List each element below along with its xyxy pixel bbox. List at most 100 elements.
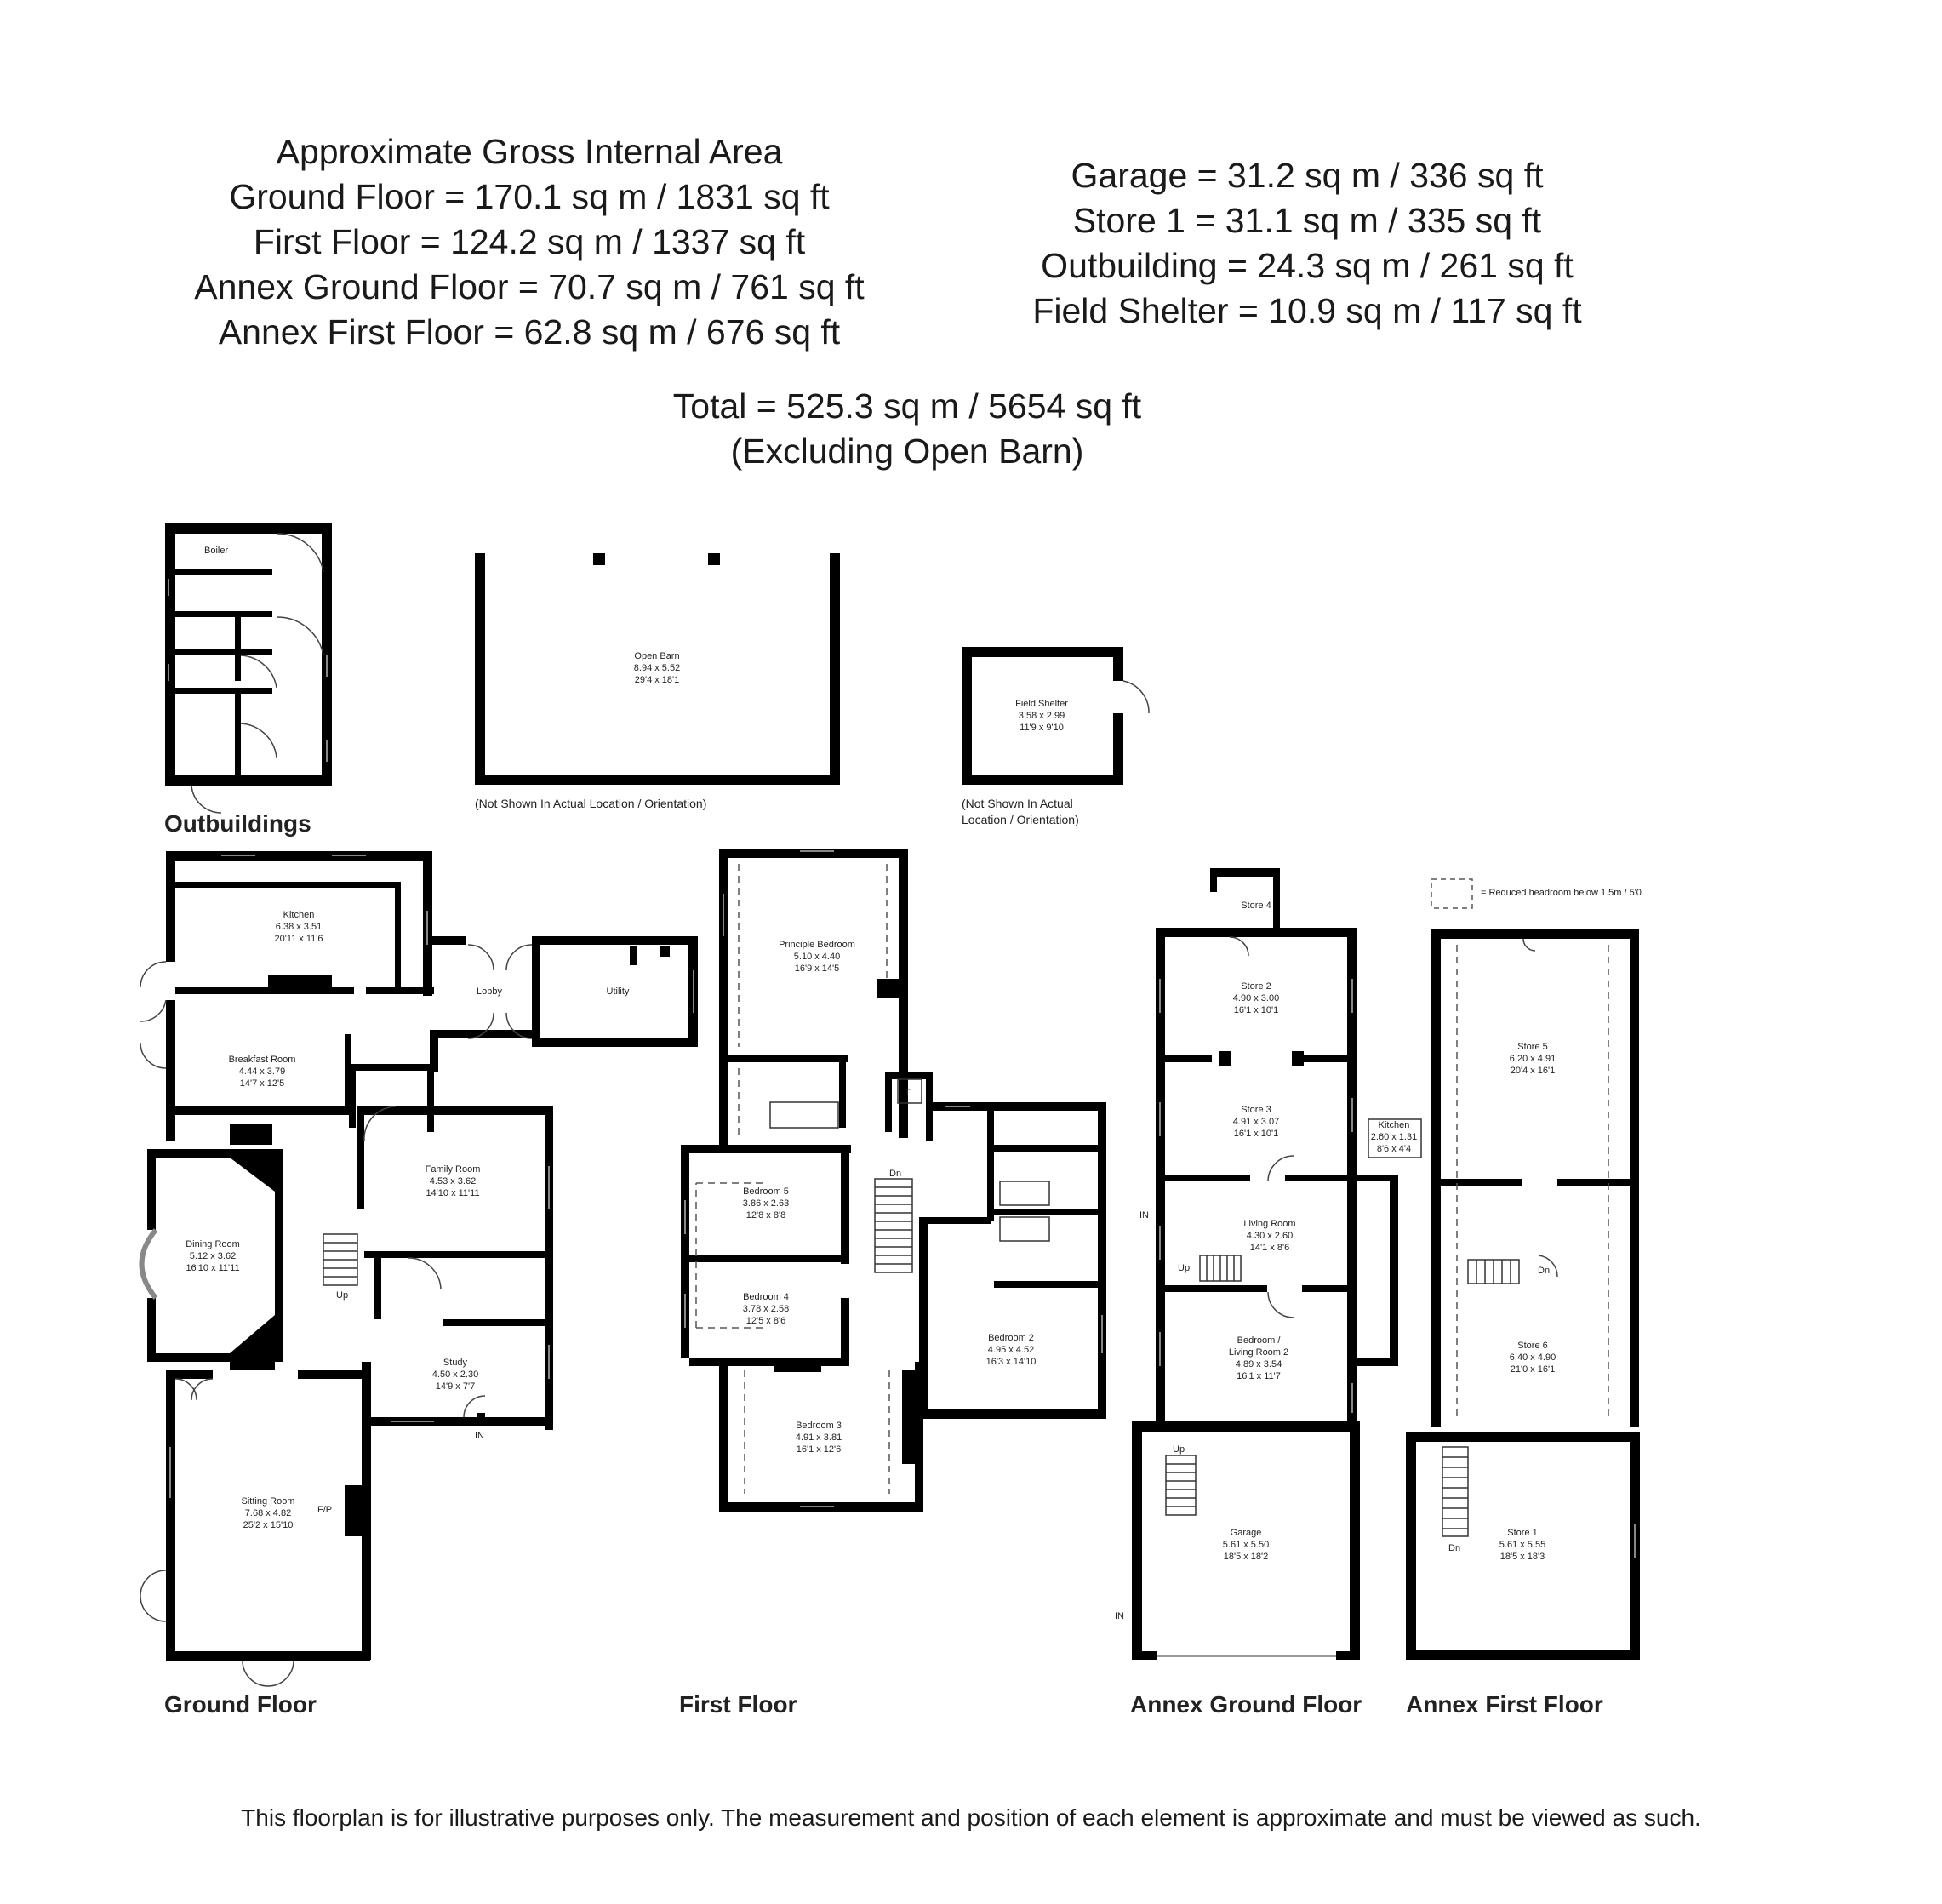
room-garage-name: Garage (1231, 1528, 1262, 1538)
disclaimer: This floorplan is for illustrative purpo… (241, 1804, 1701, 1831)
room-living-imperial: 14'1 x 8'6 (1250, 1243, 1289, 1253)
room-kitchen-imperial: 20'11 x 11'6 (274, 934, 323, 944)
note-barn-location: (Not Shown In Actual Location / Orientat… (475, 797, 706, 810)
label-garage-in: IN (1115, 1611, 1124, 1621)
label-first-dn: Dn (889, 1169, 901, 1179)
room-family-metric: 4.53 x 3.62 (430, 1176, 476, 1186)
room-study-name: Study (443, 1358, 468, 1368)
room-lobby: Lobby (477, 986, 502, 997)
room-annex-kitchen-name: Kitchen (1379, 1120, 1410, 1130)
label-store1-dn: Dn (1448, 1543, 1460, 1553)
room-bedroom4-imperial: 12'5 x 8'6 (746, 1316, 785, 1326)
area-outbuilding: Outbuilding = 24.3 sq m / 261 sq ft (1041, 246, 1574, 285)
label-tank: T (905, 1088, 911, 1098)
room-dining-metric: 5.12 x 3.62 (190, 1251, 236, 1261)
room-breakfast-metric: 4.44 x 3.79 (239, 1066, 285, 1077)
room-store2-name: Store 2 (1241, 981, 1271, 992)
room-sitting-imperial: 25'2 x 15'10 (243, 1520, 294, 1530)
area-garage: Garage = 31.2 sq m / 336 sq ft (1071, 156, 1544, 195)
room-study-imperial: 14'9 x 7'7 (436, 1381, 475, 1392)
room-store3-metric: 4.91 x 3.07 (1233, 1117, 1279, 1127)
room-store1-metric: 5.61 x 5.55 (1499, 1540, 1545, 1550)
room-store1-imperial: 18'5 x 18'3 (1500, 1552, 1545, 1562)
room-field-shelter-metric: 3.58 x 2.99 (1019, 711, 1065, 721)
room-bed-living2-metric: 4.89 x 3.54 (1236, 1359, 1282, 1369)
room-bed-living2-imperial: 16'1 x 11'7 (1237, 1371, 1281, 1381)
room-store2-metric: 4.90 x 3.00 (1233, 993, 1279, 1003)
room-store3-name: Store 3 (1241, 1105, 1271, 1115)
room-garage-metric: 5.61 x 5.50 (1223, 1540, 1269, 1550)
label-annex-up: Up (1178, 1263, 1190, 1273)
label-ground-in: IN (475, 1431, 484, 1441)
label-ground-up: Up (336, 1290, 348, 1301)
room-store5-metric: 6.20 x 4.91 (1510, 1054, 1556, 1064)
room-bedroom4-name: Bedroom 4 (743, 1292, 789, 1302)
area-field-shelter: Field Shelter = 10.9 sq m / 117 sq ft (1032, 291, 1582, 330)
room-principle-imperial: 16'9 x 14'5 (795, 963, 840, 974)
note-headroom-legend: = Reduced headroom below 1.5m / 5'0 (1481, 888, 1642, 898)
area-ground-floor: Ground Floor = 170.1 sq m / 1831 sq ft (229, 177, 830, 216)
room-utility: Utility (607, 986, 630, 997)
note-shelter-location-1: (Not Shown In Actual (962, 797, 1073, 810)
area-first-floor: First Floor = 124.2 sq m / 1337 sq ft (253, 222, 806, 261)
label-fireplace: F/P (317, 1505, 332, 1515)
room-breakfast-imperial: 14'7 x 12'5 (240, 1078, 285, 1089)
label-annex-ground-floor: Annex Ground Floor (1130, 1691, 1362, 1718)
field-shelter-plan: Field Shelter 3.58 x 2.99 11'9 x 9'10 (N… (962, 647, 1150, 826)
room-bedroom2-metric: 4.95 x 4.52 (988, 1345, 1034, 1355)
room-kitchen-metric: 6.38 x 3.51 (276, 922, 322, 932)
first-floor-plan: Principle Bedroom 5.10 x 4.40 16'9 x 14'… (679, 849, 1106, 1718)
outbuildings-plan: Boiler Outbuildings (164, 523, 332, 837)
room-garage-imperial: 18'5 x 18'2 (1224, 1552, 1269, 1562)
room-store1-name: Store 1 (1507, 1528, 1537, 1538)
area-total: Total = 525.3 sq m / 5654 sq ft (672, 386, 1142, 426)
room-sitting-name: Sitting Room (242, 1496, 295, 1507)
room-breakfast-name: Breakfast Room (229, 1055, 296, 1065)
room-store4: Store 4 (1241, 901, 1271, 911)
room-annex-kitchen-imperial: 8'6 x 4'4 (1377, 1144, 1411, 1154)
room-kitchen-name: Kitchen (283, 910, 315, 920)
room-field-shelter-imperial: 11'9 x 9'10 (1020, 723, 1064, 733)
ground-floor-plan: Kitchen 6.38 x 3.51 20'11 x 11'6 Lobby U… (139, 851, 698, 1718)
room-bedroom5-name: Bedroom 5 (743, 1186, 789, 1197)
open-barn-plan: Open Barn 8.94 x 5.52 29'4 x 18'1 (Not S… (475, 553, 840, 810)
room-field-shelter-name: Field Shelter (1015, 699, 1068, 709)
area-store-1: Store 1 = 31.1 sq m / 335 sq ft (1072, 201, 1542, 240)
annex-first-floor-plan: = Reduced headroom below 1.5m / 5'0 (1406, 878, 1642, 1718)
room-study-metric: 4.50 x 2.30 (432, 1369, 478, 1380)
area-annex-first-floor: Annex First Floor = 62.8 sq m / 676 sq f… (218, 312, 841, 352)
room-store2-imperial: 16'1 x 10'1 (1234, 1005, 1279, 1015)
room-open-barn-imperial: 29'4 x 18'1 (635, 675, 680, 685)
room-living-name: Living Room (1243, 1219, 1295, 1229)
room-sitting-metric: 7.68 x 4.82 (245, 1508, 291, 1518)
room-boiler: Boiler (204, 546, 228, 556)
room-living-metric: 4.30 x 2.60 (1247, 1231, 1293, 1241)
room-store3-imperial: 16'1 x 10'1 (1234, 1129, 1279, 1139)
room-store6-imperial: 21'0 x 16'1 (1511, 1364, 1556, 1375)
room-bed-living2-line2: Living Room 2 (1229, 1347, 1288, 1358)
label-annex-in: IN (1139, 1210, 1149, 1221)
room-bedroom2-name: Bedroom 2 (988, 1333, 1034, 1343)
room-bedroom3-name: Bedroom 3 (796, 1421, 842, 1431)
label-ground-floor: Ground Floor (164, 1691, 317, 1718)
annex-ground-floor-plan: Store 4 Store 2 4.90 x 3.00 16'1 x 10'1 … (1115, 868, 1422, 1718)
label-outbuildings: Outbuildings (164, 810, 311, 837)
room-bed-living2-line1: Bedroom / (1237, 1335, 1282, 1346)
room-principle-name: Principle Bedroom (779, 940, 855, 950)
room-store6-name: Store 6 (1517, 1341, 1547, 1351)
label-annex-first-floor: Annex First Floor (1406, 1691, 1603, 1718)
room-bedroom3-metric: 4.91 x 3.81 (796, 1432, 842, 1443)
room-bedroom4-metric: 3.78 x 2.58 (743, 1304, 789, 1314)
room-bedroom5-imperial: 12'8 x 8'8 (746, 1210, 785, 1221)
room-bedroom5-metric: 3.86 x 2.63 (743, 1198, 789, 1209)
room-store5-imperial: 20'4 x 16'1 (1511, 1066, 1556, 1076)
room-store6-metric: 6.40 x 4.90 (1510, 1352, 1556, 1363)
label-garage-up: Up (1173, 1444, 1185, 1455)
room-open-barn-name: Open Barn (634, 651, 679, 661)
area-total-note: (Excluding Open Barn) (730, 432, 1084, 471)
room-dining-name: Dining Room (186, 1239, 240, 1249)
room-bedroom3-imperial: 16'1 x 12'6 (797, 1444, 842, 1455)
note-shelter-location-2: Location / Orientation) (962, 813, 1079, 826)
room-store5-name: Store 5 (1517, 1042, 1547, 1052)
